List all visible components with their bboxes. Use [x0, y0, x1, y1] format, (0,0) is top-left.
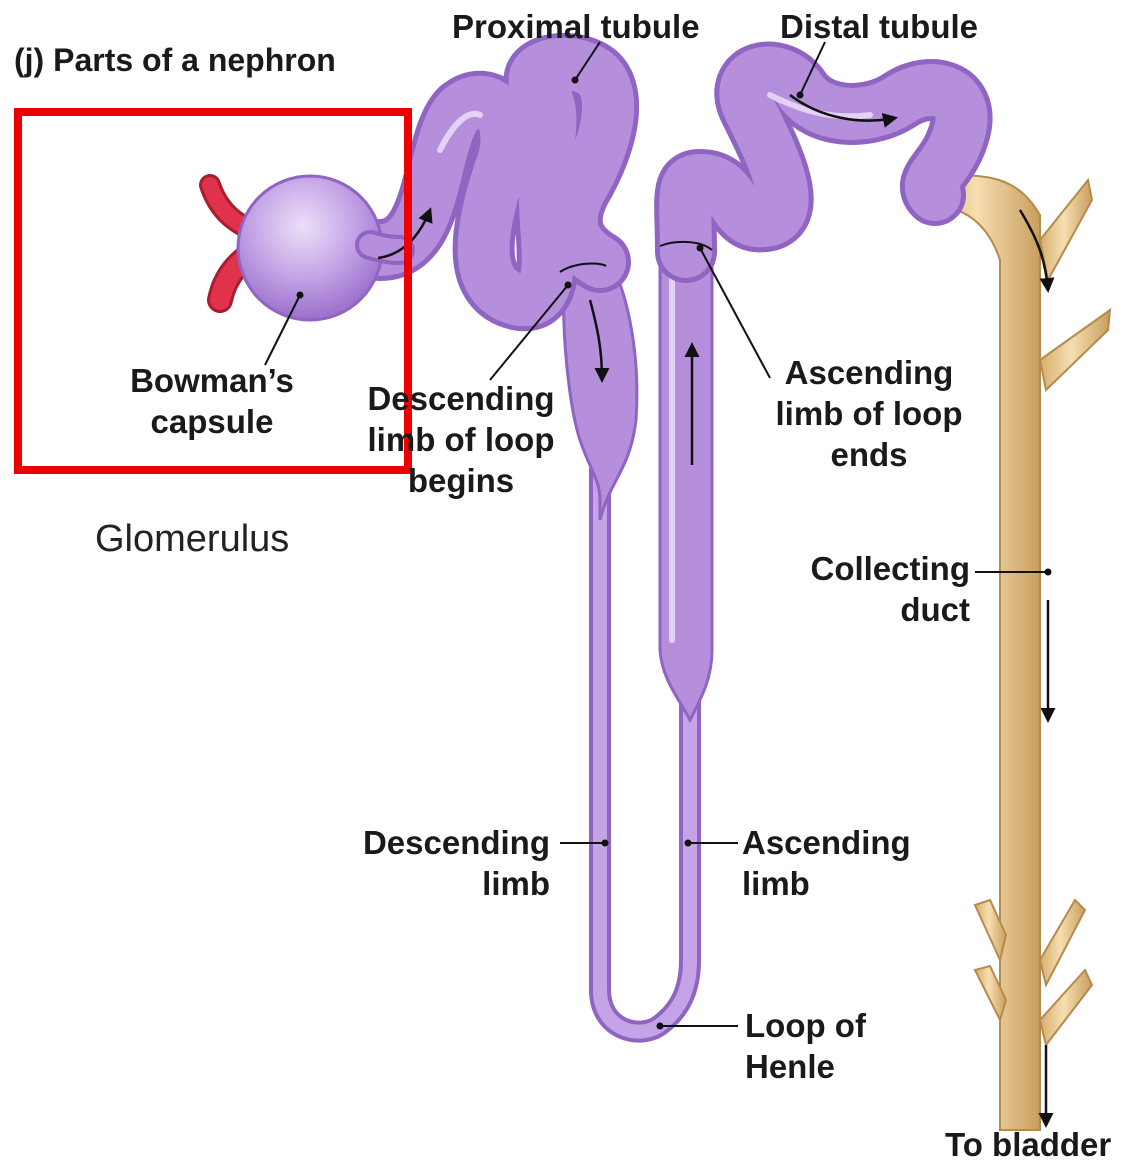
panel-title: (j) Parts of a nephron — [14, 40, 336, 81]
label-glomerulus: Glomerulus — [95, 518, 289, 561]
label-to-bladder: To bladder — [945, 1124, 1111, 1165]
panel-label: (j) — [14, 42, 44, 78]
collecting-duct — [925, 175, 1110, 1130]
label-collecting-duct: Collecting duct — [770, 548, 970, 630]
label-distal-tubule: Distal tubule — [780, 6, 978, 47]
label-ascending-limb-of-loop-ends: Ascending limb of loop ends — [758, 352, 980, 475]
ascending-limb-thick — [660, 250, 712, 720]
label-descending-limb: Descending limb — [330, 822, 550, 904]
panel-title-text: Parts of a nephron — [53, 42, 336, 78]
proximal-tubule — [380, 64, 608, 300]
label-ascending-limb: Ascending limb — [742, 822, 911, 904]
label-loop-of-henle: Loop of Henle — [745, 1005, 866, 1087]
label-proximal-tubule: Proximal tubule — [452, 6, 700, 47]
distal-tubule — [685, 73, 961, 252]
label-bowmans-capsule: Bowman’s capsule — [112, 360, 312, 442]
descending-limb-thick — [564, 260, 637, 520]
label-descending-limb-of-loop-begins: Descending limb of loop begins — [352, 378, 570, 501]
